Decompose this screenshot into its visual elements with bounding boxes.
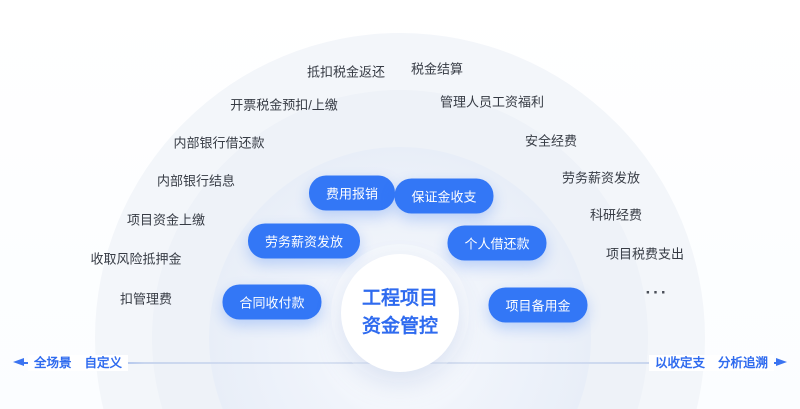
label-safety-funds: 安全经费 (524, 133, 578, 149)
label-project-fund-submission: 项目资金上缴 (126, 212, 206, 228)
label-labor-salary-payment: 劳务薪资发放 (561, 170, 641, 186)
left-arrow-icon (13, 358, 24, 366)
label-management-salary-welfare: 管理人员工资福利 (439, 94, 545, 110)
label-risk-deposit-collection: 收取风险抵押金 (90, 251, 182, 267)
label-internal-bank-interest: 内部银行结息 (156, 173, 236, 189)
center-title-line2: 资金管控 (361, 316, 438, 337)
label-project-tax-expense: 项目税费支出 (605, 246, 685, 262)
label-research-funds: 科研经费 (589, 207, 643, 223)
pill-labor-salary-payment: 劳务薪资发放 (247, 223, 361, 259)
right-arrow-icon (776, 358, 787, 366)
label-management-fee-deduction: 扣管理费 (119, 291, 173, 307)
pill-personal-loan-repayment: 个人借还款 (447, 225, 547, 261)
center-title-line1: 工程项目 (361, 287, 438, 309)
pill-contract-payment-receipt: 合同收付款 (222, 284, 322, 320)
pill-project-reserve-fund: 项目备用金 (488, 287, 588, 323)
pill-deposit-income-expense: 保证金收支 (394, 178, 494, 214)
footer-right-label: 以收定支 分析追溯 (648, 355, 774, 371)
label-tax-settlement: 税金结算 (410, 61, 464, 77)
label-invoice-tax-withholding: 开票税金预扣/上缴 (230, 97, 338, 113)
label-internal-bank-borrowing: 内部银行借还款 (173, 135, 265, 151)
footer-left-secondary: 自定义 (84, 356, 123, 370)
footer-left-label: 全场景 自定义 (28, 355, 129, 371)
label-tax-deduction-refund: 抵扣税金返还 (306, 64, 386, 80)
pill-expense-reimbursement: 费用报销 (308, 175, 396, 211)
footer-left-primary: 全场景 (34, 356, 72, 370)
center-node: 工程项目 资金管控 (341, 254, 459, 372)
footer-right-secondary: 分析追溯 (717, 356, 768, 370)
footer-right-primary: 以收定支 (654, 356, 705, 370)
label-ellipsis: ··· (645, 283, 669, 302)
